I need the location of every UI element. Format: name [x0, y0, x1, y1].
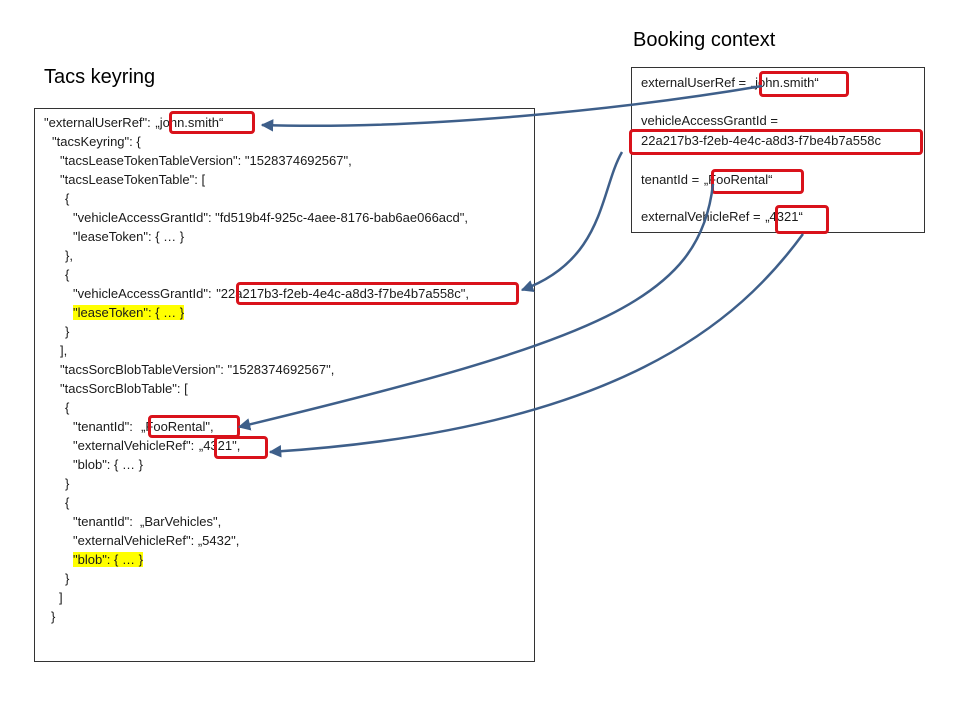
booking-vehicle-ref-outline — [775, 205, 829, 234]
keyring-line: "tacsKeyring": { — [52, 134, 141, 149]
booking-grant-value: 22a217b3-f2eb-4e4c-a8d3-f7be4b7a558c — [641, 133, 881, 148]
grant-id-arrow — [520, 151, 624, 293]
keyring-line: "leaseToken": { … } — [73, 229, 185, 244]
booking-grant-id-outline — [629, 129, 923, 155]
keyring-line: "tacsLeaseTokenTableVersion": "152837469… — [60, 153, 352, 168]
keyring-json-panel: "externalUserRef": „john.smith“ "tacsKey… — [34, 108, 535, 662]
booking-tenant-line: tenantId = „FooRental“ — [641, 172, 773, 187]
keyring-tenant-value: „FooRental", — [141, 419, 214, 434]
booking-user-ref-outline — [759, 71, 849, 97]
booking-tenant-outline — [711, 169, 804, 194]
keyring-tenant-outline — [148, 415, 240, 438]
keyring-line: ], — [60, 343, 68, 358]
lease-token-highlight: "leaseToken": { … } — [73, 305, 185, 320]
keyring-line: "tacsSorcBlobTableVersion": "15283746925… — [60, 362, 335, 377]
keyring-line: } — [65, 324, 70, 339]
keyring-line: { — [65, 495, 70, 510]
keyring-line: } — [65, 476, 70, 491]
keyring-title: Tacs keyring — [44, 66, 156, 88]
keyring-line: "externalUserRef": „john.smith“ — [44, 115, 224, 130]
booking-user-ref-value: „john.smith“ — [750, 75, 819, 90]
keyring-line: "externalVehicleRef": „5432", — [73, 533, 240, 548]
keyring-line: "tenantId": „BarVehicles", — [73, 514, 222, 529]
keyring-line: "leaseToken": { … } — [73, 303, 185, 322]
keyring-line: } — [51, 609, 56, 624]
booking-tenant-value: „FooRental“ — [703, 172, 773, 187]
keyring-line: "tacsSorcBlobTable": [ — [60, 381, 188, 396]
blob-highlight: "blob": { … } — [73, 552, 143, 567]
booking-context-title: Booking context — [633, 29, 776, 51]
booking-vehicle-ref-value: „4321“ — [765, 209, 803, 224]
keyring-line: "blob": { … } — [73, 457, 143, 472]
keyring-line: "blob": { … } — [73, 550, 143, 569]
keyring-line: "tenantId": „FooRental", — [73, 419, 214, 434]
keyring-line: "vehicleAccessGrantId": "fd519b4f-925c-4… — [73, 210, 468, 225]
keyring-user-ref-value: „john.smith“ — [155, 115, 224, 130]
keyring-vehicle-ref-outline — [214, 436, 268, 459]
keyring-line: ] — [59, 590, 63, 605]
keyring-line: "tacsLeaseTokenTable": [ — [60, 172, 206, 187]
keyring-vehicle-ref-value: „4321", — [198, 438, 241, 453]
keyring-line: { — [65, 191, 70, 206]
booking-grant-label: vehicleAccessGrantId = — [641, 113, 778, 128]
keyring-user-ref-outline — [169, 111, 255, 134]
keyring-line: } — [65, 571, 70, 586]
keyring-line: { — [65, 267, 70, 282]
keyring-grant-id-outline — [236, 282, 519, 305]
keyring-line: { — [65, 400, 70, 415]
keyring-line: }, — [65, 248, 73, 263]
keyring-line: "externalVehicleRef": „4321", — [73, 438, 241, 453]
